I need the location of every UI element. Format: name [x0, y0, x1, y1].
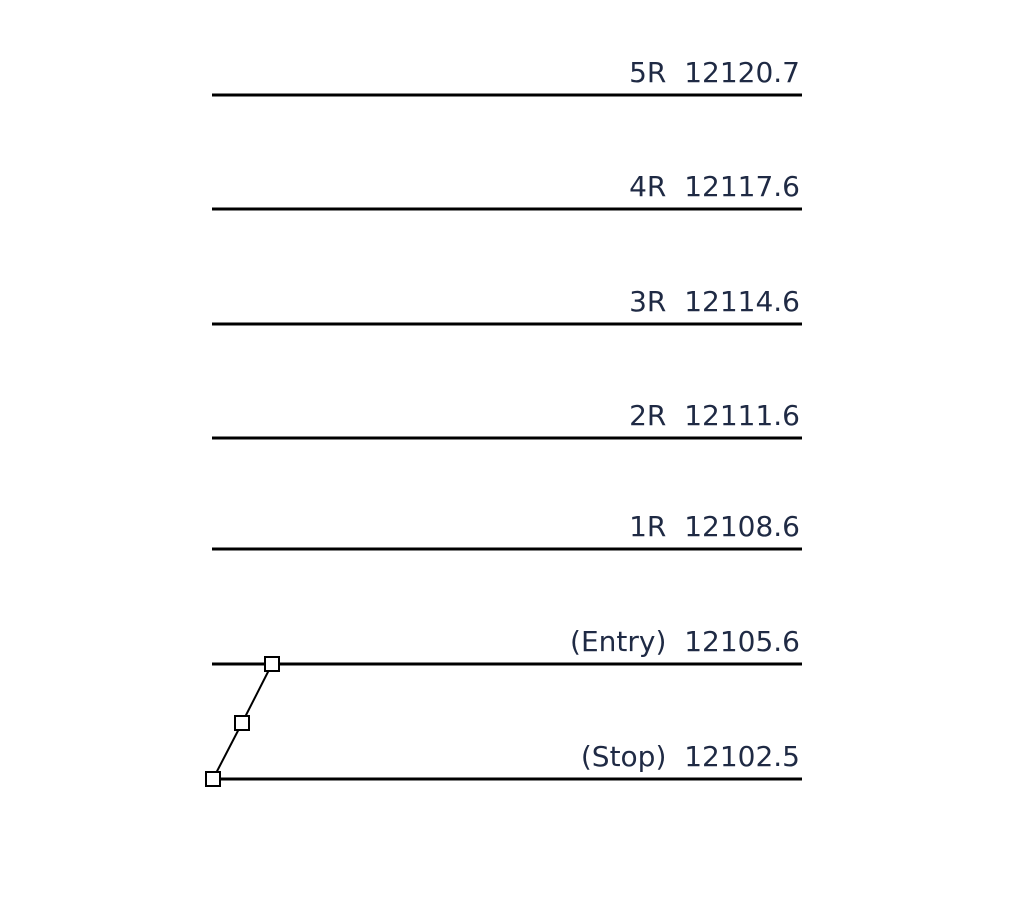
level-label: (Entry) 12105.6 [570, 625, 800, 658]
level-4r[interactable]: 4R 12117.6 [212, 170, 802, 211]
level-name: (Stop) [581, 740, 667, 773]
level-name: (Entry) [570, 625, 666, 658]
level-name: 4R [629, 170, 666, 203]
level-name: 1R [629, 510, 666, 543]
levels-group: 5R 12120.7 4R 12117.6 3R 12114.6 2R 12111.6… [212, 56, 802, 781]
level-label: 5R 12120.7 [629, 56, 800, 89]
handles-group[interactable] [205, 656, 280, 787]
level-label-gap [666, 399, 684, 432]
level-3r[interactable]: 3R 12114.6 [212, 285, 802, 326]
level-label-gap [666, 285, 684, 318]
level-label: 2R 12111.6 [629, 399, 800, 432]
level-price: 12114.6 [684, 285, 800, 318]
level-price: 12120.7 [684, 56, 800, 89]
level-label: 4R 12117.6 [629, 170, 800, 203]
level-price: 12105.6 [684, 625, 800, 658]
level-label: 1R 12108.6 [629, 510, 800, 543]
level-entry[interactable]: (Entry) 12105.6 [212, 625, 802, 666]
level-name: 5R [629, 56, 666, 89]
stop-handle-icon[interactable] [205, 771, 221, 787]
level-5r[interactable]: 5R 12120.7 [212, 56, 802, 97]
level-price: 12102.5 [684, 740, 800, 773]
level-price: 12108.6 [684, 510, 800, 543]
level-label-gap [666, 56, 684, 89]
level-label-gap [666, 625, 684, 658]
level-2r[interactable]: 2R 12111.6 [212, 399, 802, 440]
level-1r[interactable]: 1R 12108.6 [212, 510, 802, 551]
level-name: 2R [629, 399, 666, 432]
level-label: (Stop) 12102.5 [581, 740, 800, 773]
level-label: 3R 12114.6 [629, 285, 800, 318]
level-label-gap [666, 740, 684, 773]
level-price: 12117.6 [684, 170, 800, 203]
entry-handle-icon[interactable] [264, 656, 280, 672]
level-price: 12111.6 [684, 399, 800, 432]
level-name: 3R [629, 285, 666, 318]
level-stop[interactable]: (Stop) 12102.5 [212, 740, 802, 781]
mid-handle-icon[interactable] [234, 715, 250, 731]
level-label-gap [666, 170, 684, 203]
level-label-gap [666, 510, 684, 543]
